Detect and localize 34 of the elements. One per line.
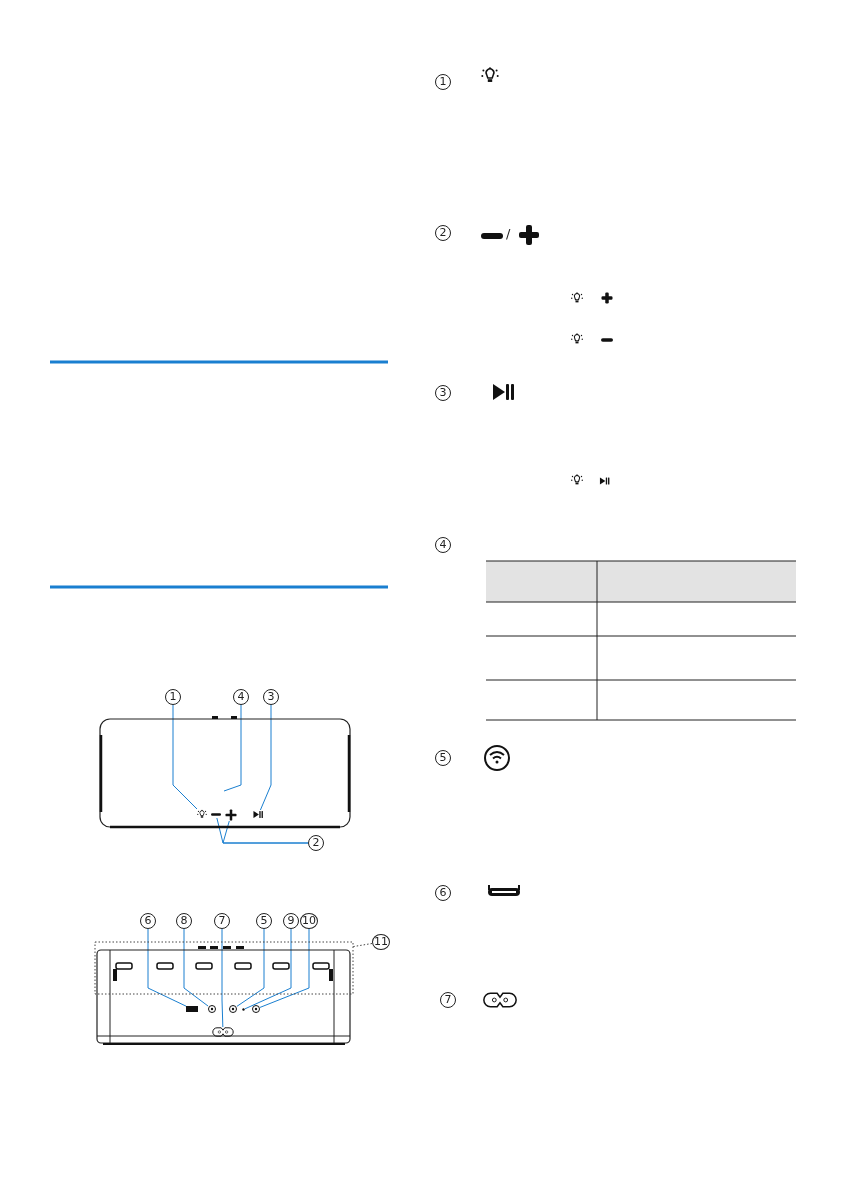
separator-text: / <box>506 226 511 241</box>
callout-number: 3 <box>263 689 279 705</box>
callout-number: 4 <box>233 689 249 705</box>
leader-line <box>259 928 310 1008</box>
leader-line <box>147 928 187 1007</box>
round-button-icon <box>208 1005 216 1013</box>
leader-line <box>244 928 292 1010</box>
leader-line <box>172 704 198 810</box>
play-pause-button-icon <box>253 810 263 819</box>
callout-number: 7 <box>214 913 230 929</box>
callout-number: 1 <box>165 689 181 705</box>
power-socket-icon <box>212 1027 234 1037</box>
light-button-icon <box>197 809 207 818</box>
callout-number: 9 <box>283 913 299 929</box>
callout-number: 5 <box>256 913 272 929</box>
minus-button-icon <box>211 813 221 816</box>
callout-number: 6 <box>140 913 156 929</box>
plus-button-icon <box>225 809 237 821</box>
usb-c-port-icon <box>186 1006 198 1012</box>
callout-number: 8 <box>176 913 192 929</box>
callout-number: 11 <box>372 934 390 950</box>
leader-line <box>259 704 272 811</box>
callout-number: 10 <box>300 913 318 929</box>
leader-line <box>221 928 224 1028</box>
leader-line <box>223 704 242 792</box>
indicator-dot <box>242 1008 245 1011</box>
dotted-region <box>94 941 354 995</box>
callout-number: 2 <box>308 835 324 851</box>
round-button-icon <box>252 1005 260 1013</box>
leader-line <box>352 943 373 948</box>
wifi-button-icon <box>229 1005 237 1013</box>
leader-line <box>222 820 309 844</box>
leader-line <box>236 928 265 1007</box>
leader-line <box>183 928 209 1007</box>
